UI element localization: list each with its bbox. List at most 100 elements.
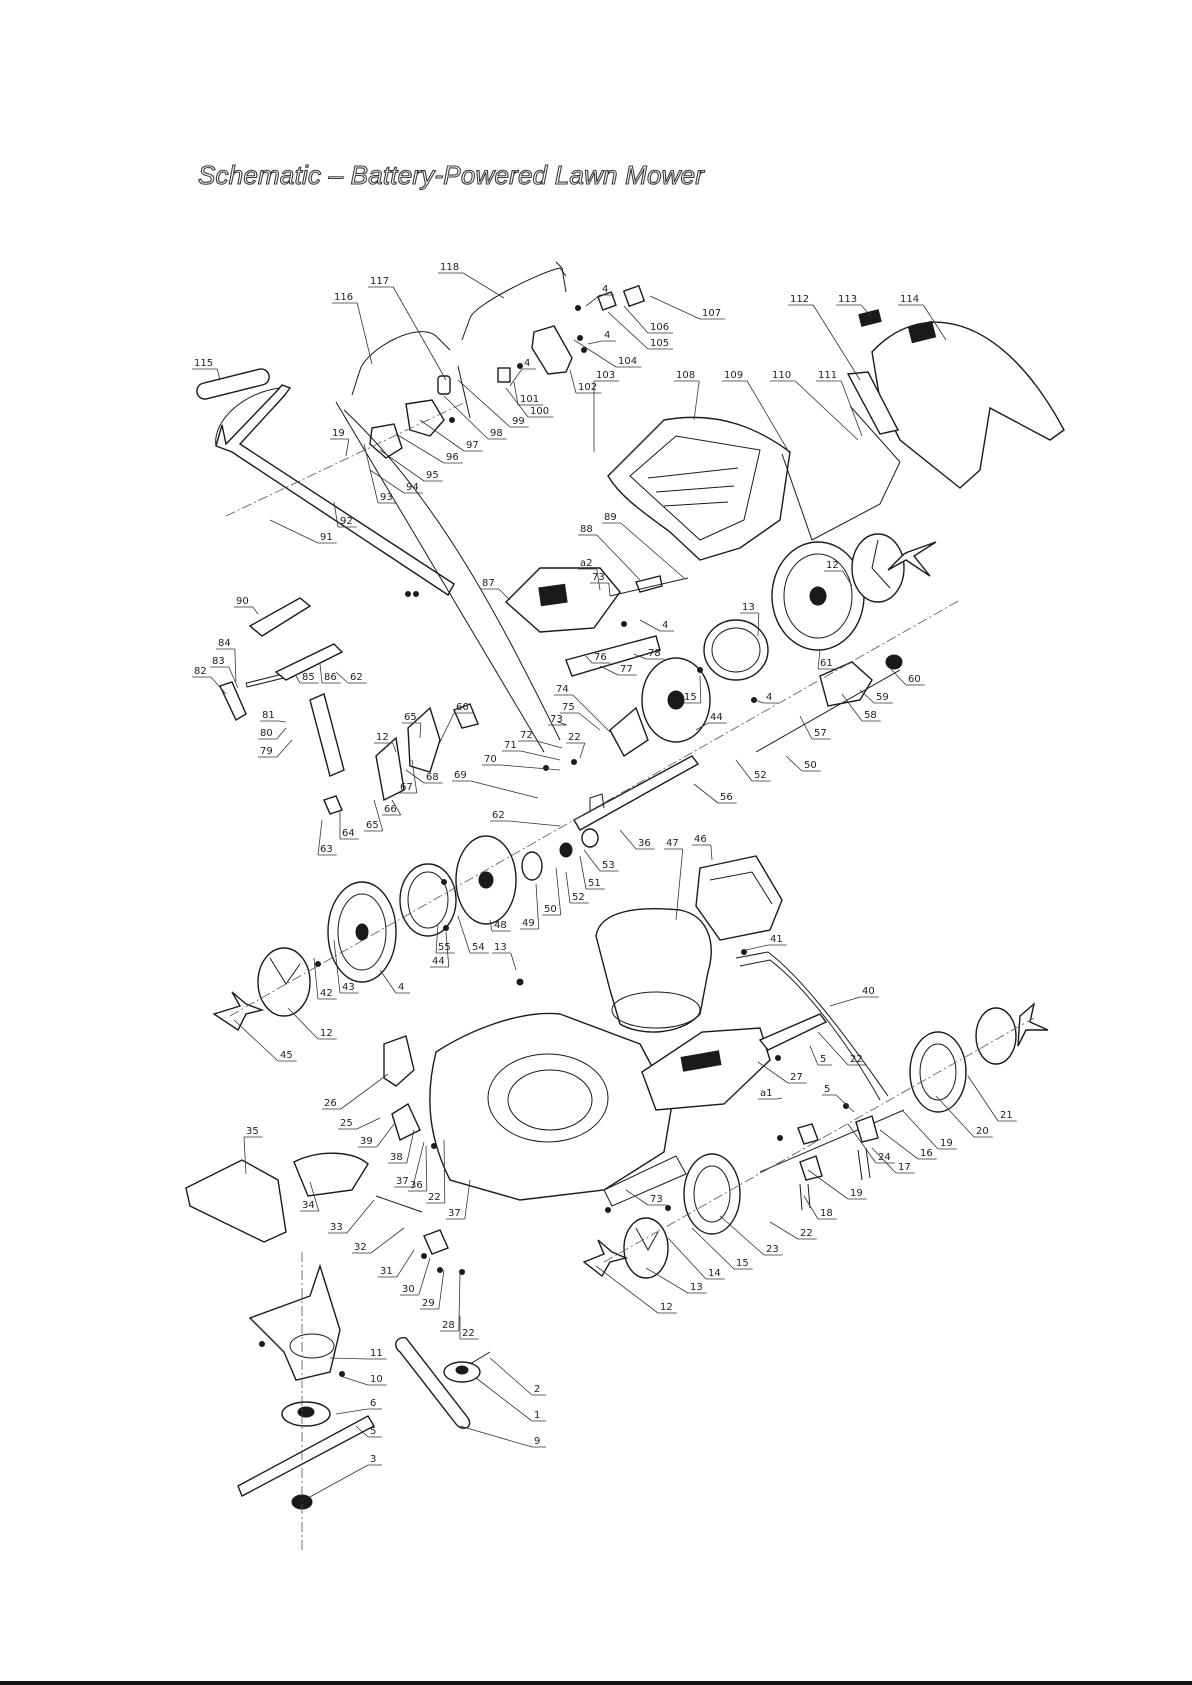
- part-callout-label: 116: [334, 292, 353, 303]
- footer-rule: [0, 1681, 1192, 1685]
- callout-leader-15: [722, 380, 791, 455]
- grass-box-lid-part: [871, 321, 1065, 489]
- callout-leader-32: [269, 519, 337, 544]
- bearing-part-50: [581, 828, 599, 848]
- callout-leader-10: [587, 340, 616, 345]
- deck-well-inner: [507, 1069, 593, 1131]
- callout-leader-43: [210, 666, 239, 689]
- callout-leader-24: [443, 395, 507, 440]
- part-callout-label: 4: [398, 982, 404, 993]
- part-callout-label: 53: [602, 860, 615, 871]
- part-callout-label: 6: [370, 1398, 376, 1409]
- part-callout-label: 15: [684, 692, 697, 703]
- part-callout-label: 4: [662, 620, 668, 631]
- part-callout-label: 73: [550, 714, 563, 725]
- deck-front-lip: [603, 1155, 687, 1207]
- upper-handle-top-curve: [215, 387, 281, 447]
- part-callout-label: 36: [410, 1180, 423, 1191]
- knob-part-62: [323, 795, 343, 815]
- callout-leader-84: [583, 849, 619, 872]
- front-axle-axis-line: [603, 1017, 1035, 1263]
- callout-leader-93: [435, 923, 455, 954]
- bracket-part-74: [609, 706, 649, 758]
- front-handle-part: [758, 1013, 828, 1051]
- callout-leader-66: [548, 721, 567, 726]
- grass-box-ribs: [647, 467, 739, 507]
- part-callout-label: 24: [878, 1152, 891, 1163]
- front-right-hubcap-part: [975, 1007, 1017, 1065]
- part-callout-label: 69: [454, 770, 467, 781]
- part-callout-label: 9: [534, 1436, 540, 1447]
- callout-leader-53: [817, 649, 837, 670]
- callout-leader-136: [691, 1227, 753, 1270]
- part-callout-label: 1: [534, 1410, 540, 1421]
- part-callout-label: 13: [742, 602, 755, 613]
- blade-guard-ring: [289, 1333, 335, 1359]
- part-callout-label: 4: [602, 284, 608, 295]
- callout-leader-68: [566, 742, 586, 759]
- spring-part: [437, 375, 451, 395]
- callout-leader-16: [770, 380, 859, 441]
- rear-wheel-rim: [783, 553, 853, 639]
- callout-leader-128: [803, 1195, 837, 1220]
- switch-part-105: [597, 291, 617, 311]
- callout-leader-14: [674, 380, 700, 421]
- callout-leader-132: [935, 1095, 993, 1138]
- part-callout-label: 52: [572, 892, 585, 903]
- part-callout-label: 70: [484, 754, 497, 765]
- part-callout-label: 44: [710, 712, 723, 723]
- callout-leader-22: [509, 368, 536, 387]
- part-callout-label: 105: [650, 338, 669, 349]
- callout-leader-144: [307, 1464, 382, 1499]
- part-callout-label: 108: [676, 370, 695, 381]
- lever-bracket-part: [369, 423, 403, 459]
- callout-leader-27: [379, 449, 443, 482]
- part-callout-label: 44: [432, 956, 445, 967]
- rear-flap-bracket-part: [383, 1035, 415, 1087]
- part-callout-label: 88: [580, 524, 593, 535]
- callout-leader-95: [379, 969, 410, 994]
- callout-leader-7: [623, 305, 674, 334]
- part-callout-label: 48: [494, 920, 507, 931]
- callout-leader-67: [518, 740, 563, 749]
- callout-leader-119: [400, 1257, 431, 1296]
- part-callout-label: 63: [320, 844, 333, 855]
- callout-leader-97: [313, 957, 337, 1000]
- pin-block-part: [423, 1229, 449, 1255]
- front-axle-part: [759, 1109, 905, 1173]
- part-callout-label: 29: [422, 1298, 435, 1309]
- callout-leader-102: [829, 996, 879, 1007]
- lid-clip-part: [858, 309, 882, 327]
- callout-leader-71: [735, 759, 771, 782]
- part-callout-label: 14: [708, 1268, 721, 1279]
- front-cover-slot: [680, 1050, 722, 1072]
- axle-bolts-part: [857, 1147, 871, 1181]
- front-bar-part: [735, 951, 889, 1097]
- part-callout-label: 22: [462, 1328, 475, 1339]
- part-callout-label: 101: [520, 394, 539, 405]
- front-left-hubcap-star: [635, 1227, 659, 1252]
- part-callout-label: 80: [260, 728, 273, 739]
- part-callout-label: 17: [898, 1162, 911, 1173]
- callout-leader-29: [363, 443, 397, 504]
- part-callout-label: 109: [724, 370, 743, 381]
- left-hubcap-star: [269, 957, 301, 985]
- callout-leader-59: [439, 712, 473, 743]
- lid-strip-part: [846, 371, 900, 435]
- callout-leader-17: [816, 380, 863, 437]
- part-callout-label: 87: [482, 578, 495, 589]
- part-callout-label: 106: [650, 322, 669, 333]
- callout-leader-101: [745, 944, 787, 951]
- callout-leader-lines: [192, 272, 1017, 1499]
- callout-leader-70: [785, 755, 821, 772]
- left-gear-ring-inner: [407, 871, 449, 929]
- front-left-hubcap-part: [623, 1217, 669, 1279]
- callout-leader-121: [440, 1271, 461, 1332]
- frame-rod-110: [849, 405, 901, 463]
- callout-leader-81: [317, 819, 337, 856]
- callout-leader-57: [799, 715, 831, 740]
- blade-part: [237, 1415, 375, 1497]
- part-callout-label: 102: [578, 382, 597, 393]
